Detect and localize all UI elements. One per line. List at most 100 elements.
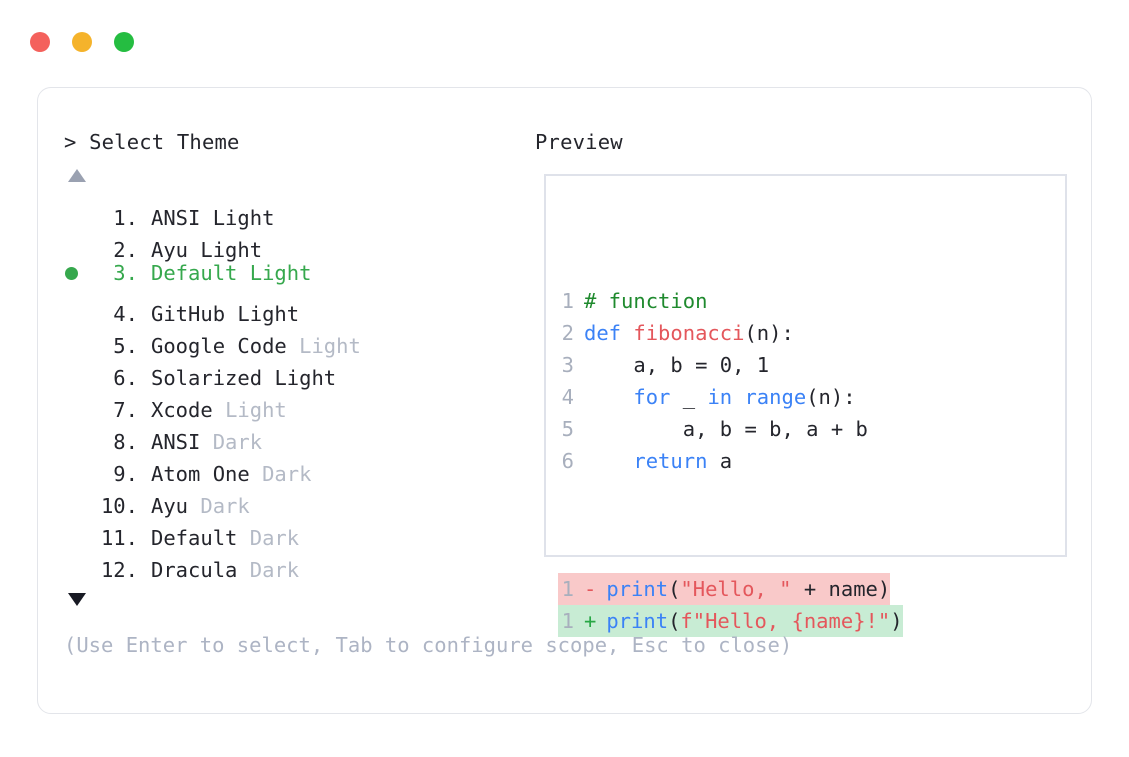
theme-item-index: 10. xyxy=(100,493,138,518)
code-token: ) xyxy=(890,609,903,633)
theme-item-variant: Light xyxy=(299,333,361,358)
theme-list-item[interactable]: 6. Solarized Light xyxy=(64,353,534,390)
theme-list-item[interactable]: 9. Atom One Dark xyxy=(64,449,534,486)
theme-item-gap xyxy=(138,362,151,394)
window-traffic-lights xyxy=(30,32,134,52)
line-number: 3 xyxy=(561,353,574,377)
theme-list-item[interactable]: 4. GitHub Light xyxy=(64,289,534,326)
code-token: ( xyxy=(668,609,681,633)
code-token: print xyxy=(606,609,669,633)
theme-list-item[interactable]: 1. ANSI Light xyxy=(64,193,534,230)
diff-marker: + xyxy=(584,609,597,633)
diff-lines: 1-print("Hello, " + name)1+print(f"Hello… xyxy=(558,573,903,637)
theme-item-index: 2. xyxy=(100,237,138,262)
line-number: 1 xyxy=(561,289,574,313)
code-line: 4 for _ in range(n): xyxy=(558,381,903,413)
theme-item-index: 1. xyxy=(100,205,138,230)
code-token xyxy=(584,449,633,473)
theme-item-index: 6. xyxy=(100,365,138,390)
theme-list: 1. ANSI Light 2. Ayu Light 3. Default Li… xyxy=(64,193,534,582)
theme-item-index: 11. xyxy=(100,525,138,550)
code-token: f"Hello, {name}!" xyxy=(680,609,891,633)
theme-item-variant: Light xyxy=(212,205,275,230)
theme-item-space xyxy=(188,490,200,522)
theme-item-gap xyxy=(138,458,151,490)
code-token xyxy=(584,385,633,409)
theme-item-space xyxy=(213,394,225,426)
line-number: 1 xyxy=(561,577,574,601)
theme-item-space xyxy=(250,458,262,490)
theme-item-index: 3. xyxy=(100,260,138,285)
theme-item-index: 4. xyxy=(100,301,138,326)
selection-bullet-slot xyxy=(64,321,92,353)
selected-bullet-icon xyxy=(65,266,78,280)
theme-item-name: GitHub xyxy=(151,301,226,326)
code-token: return xyxy=(633,449,708,473)
selection-bullet-slot xyxy=(64,193,92,225)
diff-line-del: 1-print("Hello, " + name) xyxy=(558,573,891,605)
scroll-down-icon[interactable] xyxy=(68,592,86,606)
code-token: "Hello, " xyxy=(680,577,792,601)
theme-item-index: 5. xyxy=(100,333,138,358)
theme-item-space xyxy=(200,426,212,458)
theme-item-variant: Light xyxy=(237,301,300,326)
code-token: fibonacci xyxy=(633,321,745,345)
theme-item-variant: Light xyxy=(274,365,337,390)
selection-bullet-slot xyxy=(64,449,92,481)
line-number: 5 xyxy=(561,417,574,441)
code-line: 5 a, b = b, a + b xyxy=(558,413,903,445)
theme-item-name: Default xyxy=(151,525,238,550)
theme-list-item[interactable]: 11. Default Dark xyxy=(64,513,534,550)
code-token: def xyxy=(584,321,634,345)
theme-list-item[interactable]: 8. ANSI Dark xyxy=(64,417,534,454)
theme-item-index: 8. xyxy=(100,429,138,454)
code-line: 3 a, b = 0, 1 xyxy=(558,349,903,381)
theme-item-space xyxy=(237,257,249,289)
line-number: 1 xyxy=(561,609,574,633)
theme-item-variant: Dark xyxy=(262,461,312,486)
code-token: in xyxy=(707,385,733,409)
code-token: print xyxy=(606,577,669,601)
theme-list-item[interactable]: 5. Google Code Light xyxy=(64,321,534,358)
theme-selector-card: > Select Theme 1. ANSI Light 2. Ayu Ligh… xyxy=(37,87,1092,714)
theme-item-name: Default xyxy=(151,260,238,285)
maximize-window-button[interactable] xyxy=(114,32,134,52)
theme-item-variant: Light xyxy=(200,237,263,262)
theme-list-item[interactable]: 3. Default Light xyxy=(64,257,534,289)
theme-list-item[interactable]: 12. Dracula Dark xyxy=(64,545,534,582)
theme-item-gap xyxy=(138,257,151,289)
theme-list-item[interactable]: 10. Ayu Dark xyxy=(64,481,534,518)
theme-item-name: Google Code xyxy=(151,333,287,358)
theme-item-gap xyxy=(138,426,151,458)
scroll-up-icon[interactable] xyxy=(68,168,86,182)
code-line: 1 # function xyxy=(558,285,903,317)
theme-item-gap xyxy=(138,394,151,426)
theme-item-index: 7. xyxy=(100,397,138,422)
theme-item-variant: Dark xyxy=(200,493,250,518)
theme-item-space xyxy=(225,298,237,330)
theme-item-gap xyxy=(138,330,151,362)
theme-item-variant: Dark xyxy=(212,429,263,454)
theme-item-space xyxy=(237,554,249,586)
diff-marker: - xyxy=(584,577,597,601)
theme-item-space xyxy=(262,362,274,394)
code-token: + name) xyxy=(791,577,891,601)
selection-bullet-slot xyxy=(64,545,92,577)
selection-bullet-slot xyxy=(64,513,92,545)
line-number: 4 xyxy=(561,385,574,409)
theme-item-index: 9. xyxy=(100,461,138,486)
line-number: 6 xyxy=(561,449,574,473)
theme-list-item[interactable]: 2. Ayu Light xyxy=(64,225,534,262)
minimize-window-button[interactable] xyxy=(72,32,92,52)
close-window-button[interactable] xyxy=(30,32,50,52)
theme-list-item[interactable]: 7. Xcode Light xyxy=(64,385,534,422)
selection-bullet-slot xyxy=(64,385,92,417)
code-token: # function xyxy=(584,289,708,313)
theme-item-name: Atom One xyxy=(151,461,250,486)
theme-item-name: Ayu xyxy=(151,493,189,518)
theme-item-name: ANSI xyxy=(151,205,201,230)
